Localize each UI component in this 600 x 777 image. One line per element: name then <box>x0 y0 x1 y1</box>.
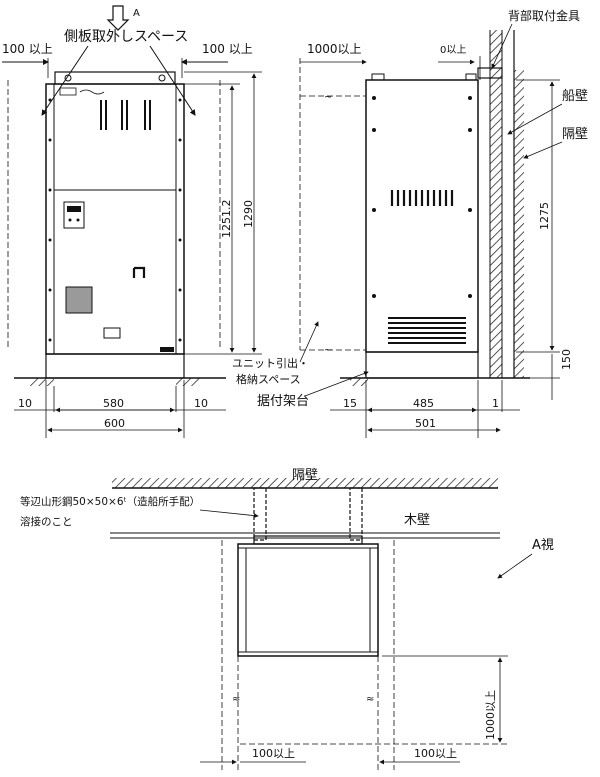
base-height-label: 150 <box>560 349 573 370</box>
view-a-letter: A <box>133 8 140 19</box>
wood-wall-label: 木壁 <box>404 513 430 528</box>
plan-clearance-left: 100以上 <box>252 747 295 760</box>
hull-label: 船壁 <box>562 89 588 104</box>
side-panel-leader-left <box>41 45 89 116</box>
rear-bracket <box>477 67 503 79</box>
side-vent-block <box>390 186 460 210</box>
height-side-label: 1275 <box>538 202 551 230</box>
view-a-arrow <box>106 5 130 31</box>
svg-text:~: ~ <box>324 345 332 356</box>
view-a-label: A視 <box>532 538 554 553</box>
side-panel-leader-right <box>149 45 196 116</box>
door-handle <box>132 266 146 278</box>
dim-side-left-15: 15 <box>343 397 357 410</box>
svg-text:~: ~ <box>324 92 332 103</box>
hull-wall <box>489 30 503 378</box>
cabinet-plan <box>237 543 379 657</box>
mounting-base-label: 据付架台 <box>257 394 309 409</box>
side-base-stand <box>365 351 479 379</box>
weld-note: 溶接のこと <box>20 515 73 528</box>
plan-front-clearance: 1000以上 <box>484 690 497 740</box>
front-clearance-left: 100 以上 <box>2 42 53 56</box>
fan-grille <box>65 286 93 314</box>
unit-space-line1: ユニット引出・ <box>232 356 309 370</box>
bulkhead-label: 隔壁 <box>562 127 588 142</box>
front-view: A 側板取外しスペース 100 以上 100 以上 <box>2 5 262 438</box>
svg-text:≈: ≈ <box>232 694 240 705</box>
angle-bracket-left <box>253 487 267 541</box>
cabinet-side <box>365 73 479 379</box>
angle-bracket-right <box>349 487 363 541</box>
plan-bulkhead-hatch <box>112 478 498 488</box>
rear-clearance: 0以上 <box>440 44 466 56</box>
cabinet-front <box>45 71 185 379</box>
angle-steel-note: 等辺山形鋼50×50×6ᵗ（造船所手配） <box>20 495 200 508</box>
side-front-clearance: 1000以上 <box>307 42 362 56</box>
dim-body-width: 580 <box>103 397 124 410</box>
dim-total-depth: 501 <box>415 417 436 430</box>
dim-side-right: 10 <box>194 397 208 410</box>
dim-depth-485: 485 <box>413 397 434 410</box>
nameplate <box>59 87 77 96</box>
vent-slots-upper <box>100 100 151 130</box>
front-base-stand <box>45 353 185 379</box>
side-panel-space-label: 側板取外しスペース <box>64 29 188 45</box>
unit-space-line2: 格納スペース <box>236 372 301 386</box>
side-vent-lower <box>388 317 466 344</box>
rear-bracket-label: 背部取付金具 <box>508 8 580 23</box>
dim-total-width: 600 <box>104 417 125 430</box>
height-total-label: 1290 <box>242 200 255 228</box>
side-view: 1000以上 ~ ~ 0以上 背部取付金具 <box>232 8 588 438</box>
dim-right-1: 1 <box>492 397 499 410</box>
plan-clearance-right: 100以上 <box>414 747 457 760</box>
bulkhead-wall <box>513 30 524 378</box>
front-clearance-right: 100 以上 <box>202 42 253 56</box>
height-inner-label: 1251.2 <box>220 200 233 239</box>
plan-view: 隔壁 等辺山形鋼50×50×6ᵗ（造船所手配） 溶接のこと 木壁 A視 <box>20 468 554 770</box>
control-panel <box>63 201 85 229</box>
svg-text:≈: ≈ <box>366 694 374 705</box>
dim-side-left: 10 <box>18 397 32 410</box>
